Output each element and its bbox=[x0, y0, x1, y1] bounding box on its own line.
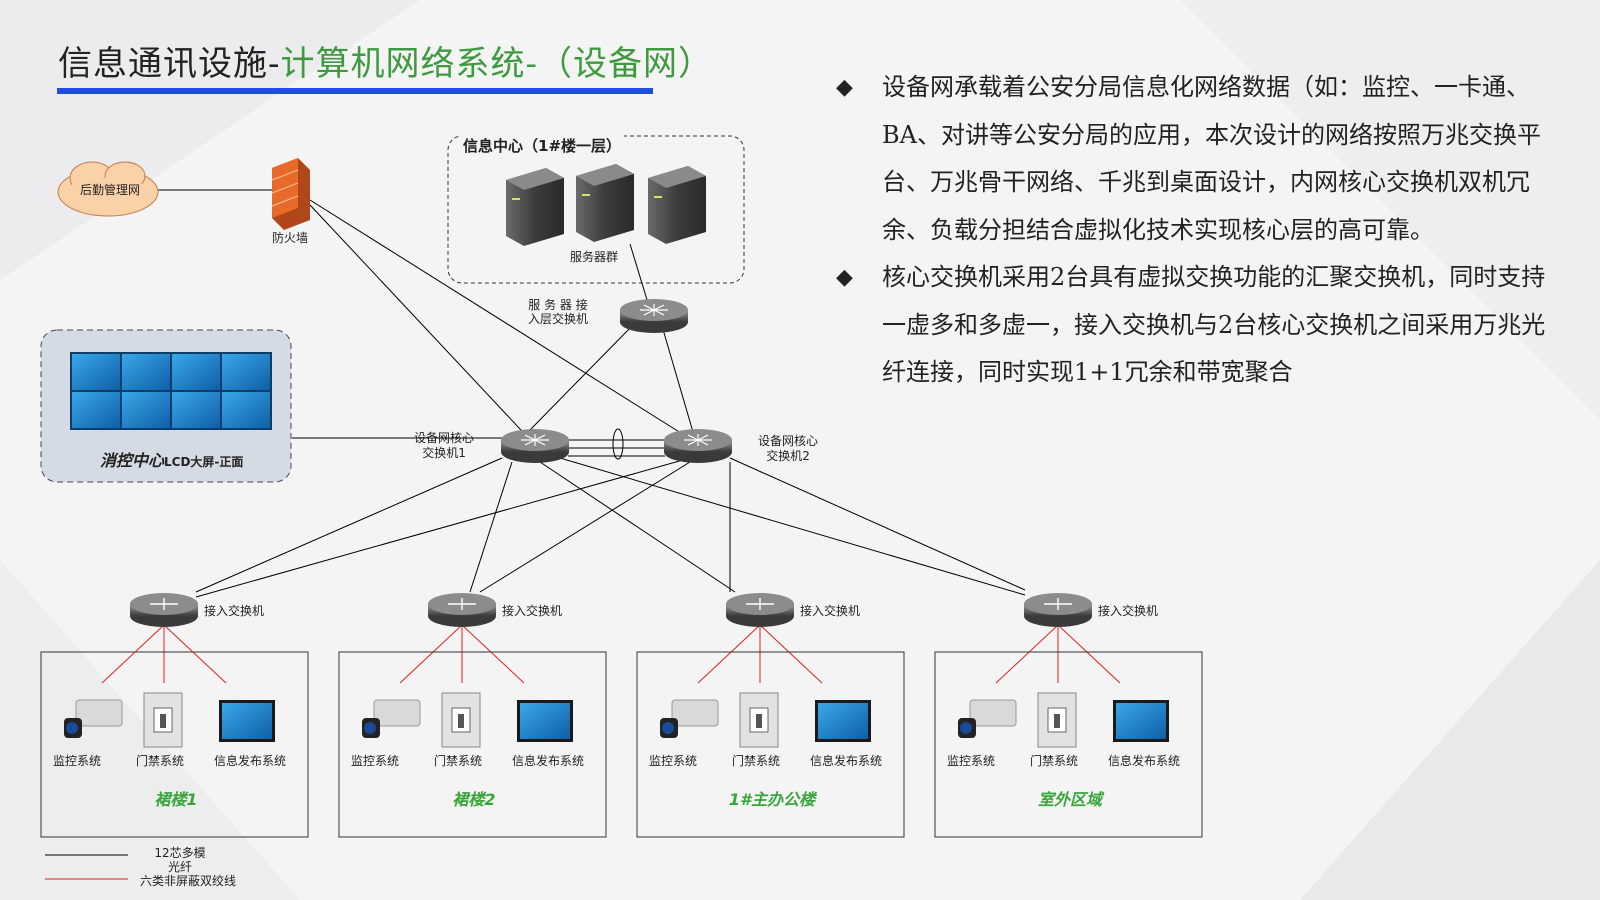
camera-label: 监控系统 bbox=[53, 754, 102, 768]
core-switch-2-icon bbox=[664, 429, 732, 463]
camera-label: 监控系统 bbox=[649, 754, 698, 768]
door-access-icon bbox=[1037, 692, 1077, 748]
camera-icon bbox=[362, 699, 421, 738]
access-switch-icon bbox=[428, 593, 496, 627]
bullet-text-1: 设备网承载着公安分局信息化网络数据（如：监控、一卡通、BA、对讲等公安分局的应用… bbox=[882, 73, 1541, 244]
camera-icon bbox=[64, 699, 123, 738]
datacenter-title: 信息中心（1#楼一层） bbox=[460, 135, 625, 156]
zone-box-2 bbox=[338, 651, 607, 838]
access-switch-label: 接入交换机 bbox=[800, 604, 861, 618]
door-access-label: 门禁系统 bbox=[1030, 754, 1079, 768]
legend-fiber-label: 12芯多模光纤 bbox=[154, 846, 206, 874]
display-label: 信息发布系统 bbox=[1108, 754, 1181, 768]
door-access-label: 门禁系统 bbox=[136, 754, 185, 768]
core-switch-1-icon bbox=[501, 429, 569, 463]
page-title: 信息通讯设施-计算机网络系统-（设备网） bbox=[58, 36, 713, 85]
door-access-icon bbox=[441, 692, 481, 748]
diamond-bullet-icon: ◆ bbox=[836, 265, 853, 290]
title-part2: 计算机网络系统-（设备网） bbox=[280, 44, 713, 84]
door-access-label: 门禁系统 bbox=[434, 754, 483, 768]
zone-box-1 bbox=[40, 651, 309, 838]
bullet-text-2: 核心交换机采用2台具有虚拟交换功能的汇聚交换机，同时支持一虚多和多虚一，接入交换… bbox=[882, 263, 1546, 386]
title-part1: 信息通讯设施- bbox=[58, 44, 281, 84]
display-icon bbox=[1113, 700, 1169, 742]
camera-label: 监控系统 bbox=[351, 754, 400, 768]
server-group-icon bbox=[506, 164, 706, 246]
zone-box-4 bbox=[934, 651, 1203, 838]
zone-label: 1#主办公楼 bbox=[728, 790, 816, 809]
cloud-icon bbox=[57, 161, 159, 217]
zone-box-3 bbox=[636, 651, 905, 838]
video-wall-icon bbox=[70, 352, 272, 430]
access-switch-icon bbox=[726, 593, 794, 627]
camera-icon bbox=[660, 699, 719, 738]
copper-links bbox=[101, 624, 1121, 684]
access-switch-icon bbox=[130, 593, 198, 627]
display-label: 信息发布系统 bbox=[512, 754, 585, 768]
display-icon bbox=[219, 700, 275, 742]
server-access-switch-icon bbox=[620, 299, 688, 333]
title-underline bbox=[57, 88, 653, 94]
bullet-item-1: ◆ 设备网承载着公安分局信息化网络数据（如：监控、一卡通、BA、对讲等公安分局的… bbox=[836, 64, 1556, 254]
zone-label: 裙楼1 bbox=[154, 790, 198, 809]
display-icon bbox=[517, 700, 573, 742]
bullet-item-2: ◆ 核心交换机采用2台具有虚拟交换功能的汇聚交换机，同时支持一虚多和多虚一，接入… bbox=[836, 254, 1556, 397]
door-access-icon bbox=[143, 692, 183, 748]
firewall-icon bbox=[271, 158, 310, 230]
server-group-label: 服务器群 bbox=[570, 250, 619, 264]
control-center-label: 消控中心LCD大屏-正面 bbox=[100, 447, 243, 471]
cloud-label: 后勤管理网 bbox=[80, 183, 141, 197]
access-switch-group bbox=[64, 593, 1169, 748]
access-switch-label: 接入交换机 bbox=[1098, 604, 1159, 618]
access-switch-icon bbox=[1024, 593, 1092, 627]
door-access-icon bbox=[739, 692, 779, 748]
door-access-label: 门禁系统 bbox=[732, 754, 781, 768]
camera-label: 监控系统 bbox=[947, 754, 996, 768]
fiber-links bbox=[158, 189, 1026, 598]
core-switch-2-label: 设备网核心 交换机2 bbox=[758, 434, 819, 463]
access-switch-label: 接入交换机 bbox=[502, 604, 563, 618]
zone-label: 裙楼2 bbox=[452, 790, 496, 809]
diamond-bullet-icon: ◆ bbox=[836, 75, 853, 100]
access-switch-label: 接入交换机 bbox=[204, 604, 265, 618]
control-center-label-bold: 消控中心 bbox=[100, 451, 165, 470]
display-label: 信息发布系统 bbox=[810, 754, 883, 768]
zone-label: 室外区域 bbox=[1037, 790, 1102, 809]
bullet-list: ◆ 设备网承载着公安分局信息化网络数据（如：监控、一卡通、BA、对讲等公安分局的… bbox=[836, 64, 1556, 397]
core-switch-1-label: 设备网核心 交换机1 bbox=[414, 431, 475, 460]
camera-icon bbox=[958, 699, 1017, 738]
control-center-label-rest: LCD大屏-正面 bbox=[164, 455, 244, 469]
display-label: 信息发布系统 bbox=[214, 754, 287, 768]
firewall-label: 防火墙 bbox=[272, 231, 309, 245]
display-icon bbox=[815, 700, 871, 742]
server-access-switch-label: 服 务 器 接 入层交换机 bbox=[528, 298, 589, 326]
legend-copper-label: 六类非屏蔽双绞线 bbox=[140, 874, 237, 888]
